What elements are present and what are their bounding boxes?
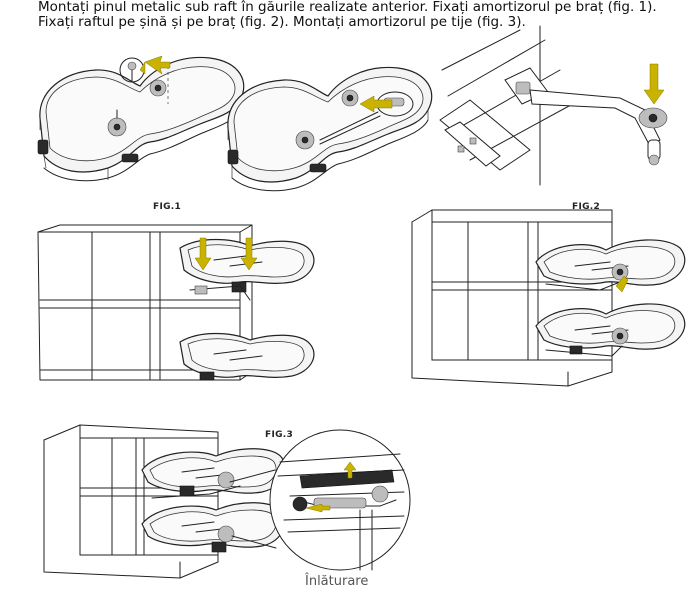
fig1-label: FIG.1 — [153, 202, 182, 212]
arrow-left-icon — [305, 503, 331, 513]
arrow-icon — [144, 55, 171, 75]
arm-detail-illustration — [439, 25, 668, 186]
instruction-line-2: Fixați raftul pe șină și pe braț (fig. 2… — [38, 14, 526, 30]
arrow-up-icon — [343, 461, 357, 479]
tray-illustration-2 — [227, 66, 433, 192]
tray-illustration-1 — [37, 55, 245, 182]
arrow-down-icon — [240, 237, 258, 271]
arrow-icon — [359, 95, 393, 113]
instructions-text: Montați pinul metalic sub raft în găuril… — [38, 0, 698, 30]
arrow-down-icon — [194, 237, 212, 271]
cabinet-fig2 — [411, 209, 686, 387]
cabinet-fig3 — [43, 424, 411, 579]
fig3-label: FIG.3 — [265, 430, 294, 440]
cabinet-fig1 — [37, 224, 315, 381]
instruction-line-1: Montați pinul metalic sub raft în găuril… — [38, 0, 657, 15]
removal-label: Înlăturare — [305, 574, 369, 589]
fig2-label: FIG.2 — [572, 202, 601, 212]
arrow-down-icon — [643, 63, 665, 105]
